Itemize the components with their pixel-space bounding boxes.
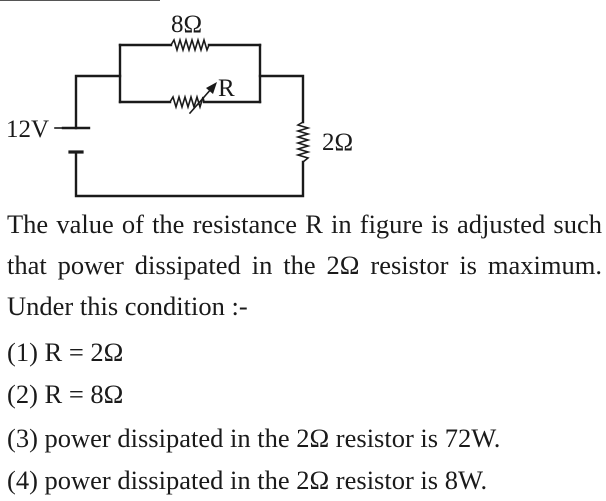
- resistor-8ohm-coil: [170, 37, 210, 53]
- option-2[interactable]: (2) R = 8Ω: [7, 379, 124, 409]
- option-1[interactable]: (1) R = 2Ω: [7, 337, 124, 367]
- wire-left-lower: [74, 150, 305, 198]
- battery-label: 12V: [6, 116, 49, 143]
- variable-resistor-arrowhead: [206, 82, 217, 94]
- options-list: (1) R = 2Ω (2) R = 8Ω (3) power dissipat…: [7, 331, 500, 501]
- wire-right-upper: [258, 74, 305, 124]
- question-text: The value of the resistance R in figure …: [7, 209, 602, 321]
- circuit-diagram: 8Ω R 2Ω 12V: [6, 11, 353, 198]
- top-rule: [0, 0, 160, 1]
- variable-resistor-arrow-shaft: [188, 86, 214, 115]
- variable-resistor-coil: [169, 94, 205, 110]
- wire-left-upper: [74, 74, 122, 130]
- resistor-2ohm-coil: [295, 121, 311, 163]
- option-3[interactable]: (3) power dissipated in the 2Ω resistor …: [7, 423, 501, 453]
- resistor-2ohm-label: 2Ω: [322, 129, 353, 156]
- resistor-8ohm-label: 8Ω: [171, 11, 202, 38]
- variable-resistor-label: R: [218, 75, 235, 102]
- option-4[interactable]: (4) power dissipated in the 2Ω resistor …: [7, 465, 488, 495]
